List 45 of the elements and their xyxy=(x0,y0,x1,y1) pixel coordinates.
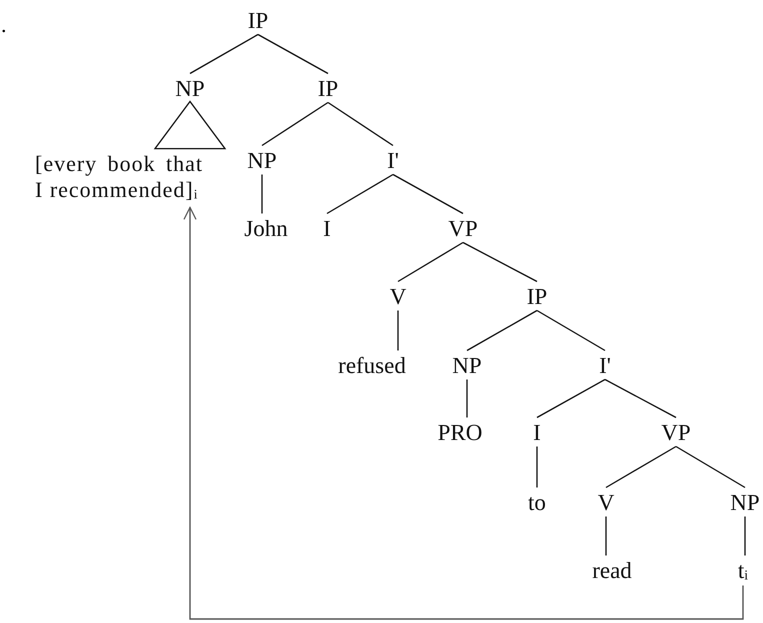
tree-node-label: V xyxy=(598,490,614,514)
tree-branch xyxy=(605,516,607,556)
tree-branch xyxy=(397,310,399,350)
movement-arrow xyxy=(183,206,744,620)
tree-node-label: VP xyxy=(448,216,478,240)
tree-branch xyxy=(392,174,464,214)
triangle-branch xyxy=(154,100,226,150)
tree-branch xyxy=(744,516,746,556)
tree-node-label: V xyxy=(390,284,406,308)
tree-branch xyxy=(466,310,538,352)
tree-branch xyxy=(676,446,746,488)
tree-node-label: I' xyxy=(599,354,611,376)
tree-branch xyxy=(328,102,394,146)
tree-branch xyxy=(536,446,538,488)
tree-node-label: NP xyxy=(175,76,205,100)
tree-node-label: NP xyxy=(452,354,482,376)
tree-node-label: t$_{i}$ xyxy=(738,558,748,582)
tree-branch xyxy=(466,380,468,418)
tree-branch xyxy=(606,446,676,488)
tree-branch xyxy=(604,378,676,418)
tree-node-label: NP xyxy=(730,490,760,514)
tree-node-label: NP xyxy=(247,148,277,172)
tree-branch xyxy=(326,174,394,214)
tree-node-label: IP xyxy=(526,284,548,308)
tree-node-label: IP xyxy=(318,76,338,100)
punctuation-mark: . xyxy=(1,14,6,36)
tree-node-label: I' xyxy=(387,148,399,172)
tree-branch xyxy=(398,242,464,282)
tree-branch xyxy=(190,34,258,74)
tree-branch xyxy=(258,34,328,74)
tree-node-label: IP xyxy=(248,8,268,32)
tree-branch xyxy=(261,174,263,214)
tree-node-label: I xyxy=(533,420,541,444)
tree-branch xyxy=(462,242,538,282)
tree-branch xyxy=(536,310,606,352)
tree-node-label: refused xyxy=(338,354,406,376)
tree-node-label: John xyxy=(244,216,288,240)
tree-node-label: PRO xyxy=(438,420,482,444)
tree-node-label: VP xyxy=(661,420,691,444)
tree-node-label: read xyxy=(592,558,632,582)
tree-branch xyxy=(536,378,606,418)
tree-node-label: to xyxy=(528,490,546,514)
tree-branch xyxy=(262,102,328,146)
phrase-text: [every book that I recommended]$_{i}$ xyxy=(35,150,203,204)
tree-node-label: I xyxy=(323,216,331,240)
